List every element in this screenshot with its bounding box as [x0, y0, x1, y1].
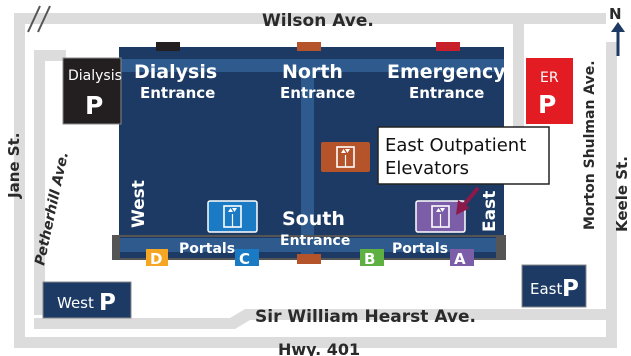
elevator-icon-down	[440, 208, 445, 212]
compass-letter: N	[609, 5, 622, 23]
callout-line1: East Outpatient	[385, 135, 526, 156]
portal-d: D	[146, 249, 168, 268]
road-petherhill	[34, 50, 45, 315]
entrance-emergency-title: Emergency	[387, 61, 506, 83]
parking-dialysis-label: Dialysis	[68, 68, 122, 84]
door-dialysis	[156, 42, 180, 51]
door-emergency	[436, 42, 460, 51]
callout-pointer	[456, 186, 480, 215]
road-keele	[606, 42, 617, 342]
parking-dialysis: Dialysis P	[62, 57, 122, 125]
parking-west: West P	[42, 281, 132, 319]
compass-arrow-head	[611, 22, 625, 32]
parking-dialysis-box	[62, 57, 122, 125]
callout-east-outpatient: East Outpatient Elevators	[377, 126, 550, 185]
portal-d-box	[146, 249, 168, 266]
entrance-south-sub: Entrance	[280, 233, 350, 249]
elevator-east	[415, 200, 466, 233]
portal-a: A	[450, 249, 474, 268]
corridor-end-right	[496, 236, 504, 260]
parking-east-box	[521, 264, 587, 308]
portal-c-box	[235, 249, 259, 266]
callout-arrow-head	[456, 200, 470, 215]
entrance-north-title: North	[282, 61, 343, 83]
parking-er-letter: P	[538, 90, 556, 119]
street-wilson: Wilson Ave.	[262, 11, 374, 31]
callout-box	[377, 126, 550, 185]
road-sir-william	[34, 309, 606, 329]
road-hwy	[14, 337, 617, 348]
parking-er-box	[526, 58, 573, 124]
road-morton	[513, 24, 524, 184]
wing-east: East	[480, 191, 500, 232]
corridor-bottom	[119, 238, 504, 252]
entrance-dialysis-sub: Entrance	[140, 84, 215, 102]
parking-west-box	[42, 281, 132, 319]
parking-west-label: West	[57, 294, 94, 312]
portal-b: B	[360, 249, 384, 268]
street-keele: Keele St.	[613, 156, 631, 232]
portals-label-right: Portals	[392, 241, 448, 257]
portal-c-letter: C	[239, 250, 250, 268]
door-north	[297, 42, 321, 51]
elevator-icon-up	[228, 208, 233, 212]
portal-c: C	[235, 249, 259, 268]
portal-d-letter: D	[150, 250, 162, 268]
elevator-icon-down	[232, 208, 237, 212]
parking-dialysis-letter: P	[85, 91, 103, 120]
parking-er-label: ER	[540, 70, 559, 86]
elevator-icon-up	[436, 208, 441, 212]
portal-b-letter: B	[364, 250, 375, 268]
elevator-west	[207, 200, 258, 233]
road-petherhill-top	[34, 50, 66, 61]
elevator-icon-up	[341, 149, 346, 153]
roads	[14, 5, 617, 348]
wing-west: West	[129, 180, 149, 228]
parking-east-letter: P	[562, 276, 579, 302]
callout-line2: Elevators	[385, 158, 469, 179]
entrance-south-title: South	[282, 208, 345, 230]
parking-west-letter: P	[99, 290, 116, 316]
street-sir-william: Sir William Hearst Ave.	[255, 307, 476, 327]
parking-er: ER P	[526, 58, 573, 124]
portal-a-letter: A	[454, 250, 466, 268]
street-jane: Jane St.	[5, 133, 23, 199]
portal-a-box	[450, 249, 474, 266]
road-break-1	[27, 5, 41, 33]
north-compass: N	[609, 5, 625, 56]
corridor-center	[301, 59, 314, 254]
entrance-emergency-sub: Entrance	[409, 84, 484, 102]
entrance-north-sub: Entrance	[280, 84, 355, 102]
elevator-icon-down	[345, 149, 350, 153]
street-morton: Morton Shulman Ave.	[582, 60, 598, 230]
street-hwy: Hwy. 401	[278, 340, 360, 356]
door-south	[297, 254, 321, 264]
elevator-north	[321, 142, 370, 172]
parking-east: East P	[521, 264, 587, 308]
road-wilson	[14, 13, 606, 24]
road-jane	[14, 13, 25, 343]
portals-label-left: Portals	[179, 241, 235, 257]
parking-east-label: East	[530, 280, 562, 298]
entrance-dialysis-title: Dialysis	[134, 61, 217, 83]
road-break-2	[37, 5, 51, 33]
corridor-end-left	[112, 236, 120, 260]
portal-b-box	[360, 249, 384, 266]
callout-arrow-line	[461, 186, 480, 208]
